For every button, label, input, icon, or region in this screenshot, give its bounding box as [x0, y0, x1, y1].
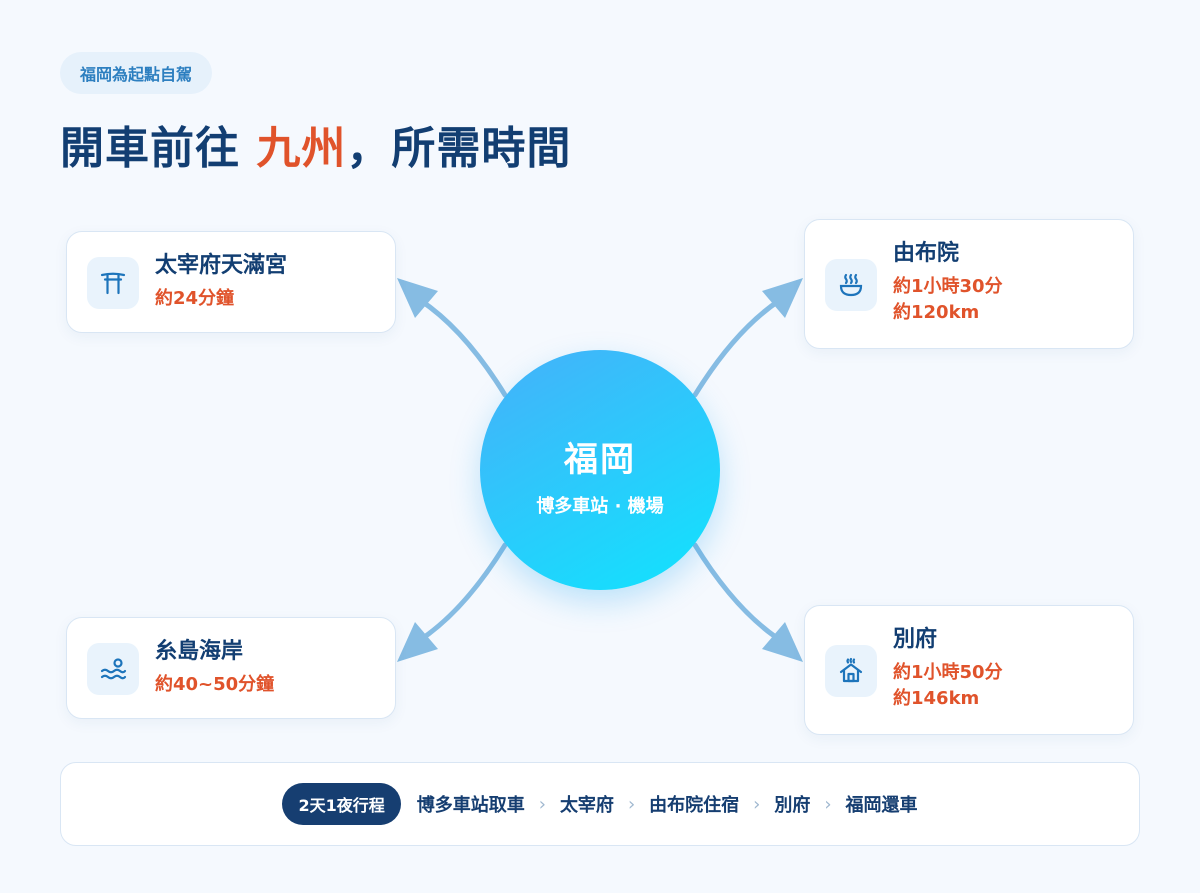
arrowhead-itoshima — [397, 622, 438, 662]
destination-card-itoshima[interactable]: 糸島海岸 約40~50分鐘 — [66, 617, 396, 719]
onsen-house-icon — [825, 645, 877, 697]
destination-card-dazaifu[interactable]: 太宰府天滿宮 約24分鐘 — [66, 231, 396, 333]
travel-distance: 約120km — [893, 302, 980, 323]
hub-circle-fukuoka[interactable]: 福岡 博多車站 · 機場 — [480, 350, 720, 590]
arrowhead-yufuin — [762, 278, 803, 318]
arrowhead-dazaifu — [397, 278, 438, 318]
chevron-right-icon: › — [627, 793, 636, 815]
itinerary-bar: 2天1夜行程 博多車站取車 › 太宰府 › 由布院住宿 › 別府 › 福岡還車 — [60, 762, 1140, 846]
travel-time: 約1小時50分 — [893, 662, 1003, 683]
top-badge: 福岡為起點自駕 — [60, 52, 213, 94]
destination-name: 糸島海岸 — [155, 639, 244, 664]
itinerary-stop: 由布院住宿 — [649, 795, 740, 816]
travel-time: 約1小時30分 — [893, 276, 1003, 297]
torii-gate-icon — [87, 257, 139, 309]
travel-time: 約24分鐘 — [155, 288, 235, 309]
chevron-right-icon: › — [824, 793, 832, 815]
route-line-dazaifu — [417, 297, 508, 398]
sea-waves-icon — [87, 643, 139, 695]
travel-distance: 約146km — [893, 688, 980, 709]
hot-spring-icon — [825, 259, 877, 311]
travel-time: 約40~50分鐘 — [155, 674, 275, 695]
destination-name: 別府 — [893, 627, 938, 652]
chevron-right-icon: › — [753, 793, 761, 815]
destination-card-beppu[interactable]: 別府 約1小時50分 約146km — [804, 605, 1134, 735]
route-line-beppu — [692, 542, 783, 643]
title-highlight: 九州 — [256, 123, 347, 174]
page-title: 開車前往 九州，所需時間 — [60, 112, 571, 176]
itinerary-stop: 福岡還車 — [845, 795, 918, 816]
hub-name: 福岡 — [564, 440, 636, 480]
title-prefix: 開車前往 — [60, 123, 240, 174]
itinerary-stop: 太宰府 — [559, 795, 614, 816]
arrowhead-beppu — [762, 622, 803, 662]
route-line-itoshima — [417, 542, 508, 643]
itinerary-stop: 別府 — [774, 795, 811, 816]
itinerary-stop: 博多車站取車 — [416, 795, 525, 816]
title-suffix: ，所需時間 — [346, 123, 572, 174]
hub-subtitle: 博多車站 · 機場 — [536, 496, 664, 517]
destination-name: 由布院 — [893, 241, 960, 266]
destination-card-yufuin[interactable]: 由布院 約1小時30分 約120km — [804, 219, 1134, 349]
chevron-right-icon: › — [538, 793, 546, 815]
route-line-yufuin — [692, 297, 783, 398]
itinerary-tag: 2天1夜行程 — [282, 783, 401, 825]
destination-name: 太宰府天滿宮 — [155, 253, 288, 278]
